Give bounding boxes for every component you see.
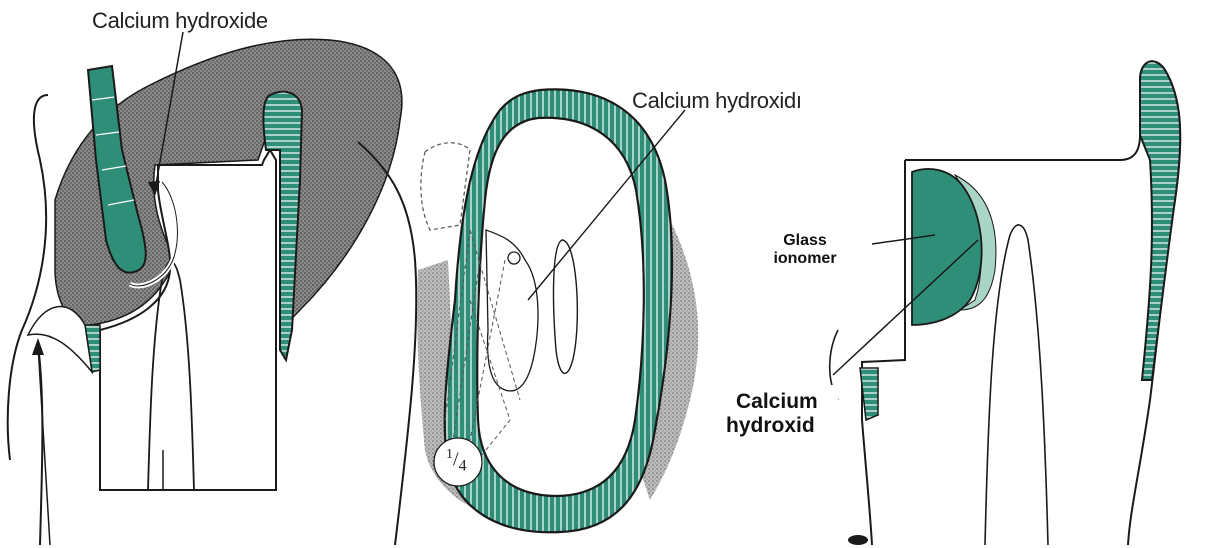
panel-3-diagram (718, 61, 1180, 545)
panel-3-left-wall (862, 160, 905, 545)
panel-2-diagram (358, 89, 698, 545)
panel-1-diagram (8, 32, 402, 545)
glass-ionomer-line2: ionomer (760, 250, 850, 268)
panel-2-pulp-outline (554, 240, 578, 373)
panel-2-calcium-hydroxide-label: Calcium hydroxidı (632, 88, 802, 114)
panel-2-fraction-label: 1/4 (446, 447, 467, 476)
fraction-numerator: 1 (446, 447, 453, 462)
panel-1-bottom-arrow (38, 345, 50, 545)
calcium-hydroxide-line1: Calcium (726, 390, 836, 414)
panel-3-glass-ionomer-label: Glass ionomer (760, 232, 850, 269)
fraction-denominator: 4 (459, 458, 467, 475)
calcium-hydroxide-line2: hydroxid (726, 414, 836, 438)
panel-2-small-circle (508, 252, 520, 264)
panel-3-calcium-hydroxide-label: Calcium hydroxid (726, 390, 836, 438)
glass-ionomer-line1: Glass (760, 232, 850, 250)
panel-3-enamel-band (1140, 61, 1180, 380)
panel-1-calcium-hydroxide-label: Calcium hydroxide (92, 8, 268, 34)
